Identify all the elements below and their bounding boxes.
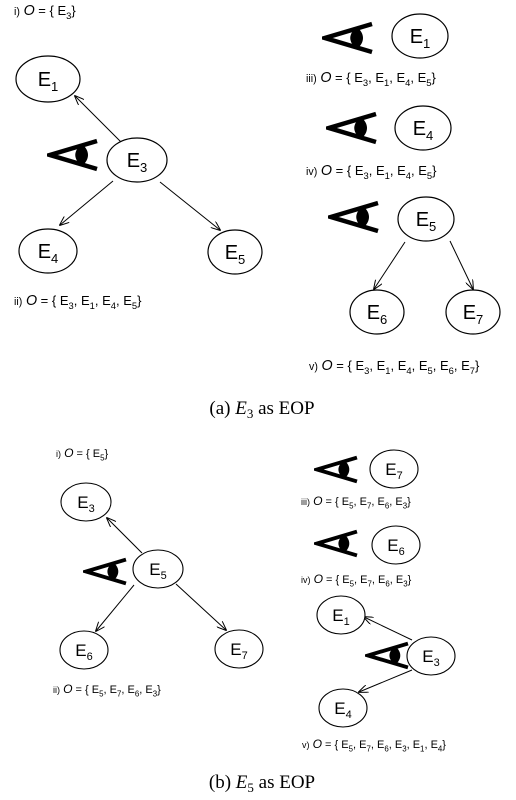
node-e3-label: E3 [422,647,439,669]
step-label: iii) O = { E3, E1, E4, E5} [306,70,436,88]
caption-a: (a) E3 as EOP [209,398,314,421]
node-e1-label: E1 [410,26,431,51]
eye-icon [331,203,378,231]
eye-icon [50,141,97,169]
node-e5 [207,229,263,275]
node-e7 [214,629,264,669]
step-label: iii) O = { E5, E7, E6, E3} [301,494,411,510]
edge-e5-e6 [96,584,135,631]
edge-e3-e1 [75,96,124,145]
node-e1-label: E1 [38,69,59,94]
edge-e3-e4 [60,180,114,225]
node-e1 [316,595,366,635]
edge-e5-e3 [107,518,143,554]
node-e3 [60,482,112,522]
node-e6-label: E6 [367,302,388,327]
node-e5-label: E5 [225,242,246,267]
node-e6-label: E6 [75,641,92,663]
panel-a: E1 E3 E4 E5 E1 E4 E5 E6 E7 i) O = { E3} … [14,3,501,421]
node-e5 [132,549,184,589]
step-label: v) O = { E5, E7, E6, E3, E1, E4} [302,737,446,753]
edge-e3-e4 [359,669,413,692]
edge-e5-e7 [175,583,226,630]
node-e3 [106,137,168,183]
node-e1-label: E1 [332,606,349,628]
node-e3 [406,636,456,676]
node-e7-label: E7 [463,302,484,327]
node-e7 [445,289,501,335]
step-label: ii) O = { E5, E7, E6, E3} [53,682,161,698]
step-label: i) O = { E3} [14,3,76,21]
node-e4-label: E4 [38,241,59,266]
eye-icon [365,641,410,670]
node-e7-label: E7 [385,460,402,482]
eye-icon [314,529,359,558]
node-e4 [318,688,368,728]
eye-icon [329,114,376,142]
eye-icon [83,557,128,586]
node-e7 [369,449,419,489]
node-e4-label: E4 [334,699,351,721]
panel-b: E3 E5 E6 E7 E7 E6 E1 E3 E4 i) O = { E5} … [53,446,456,795]
node-e4 [18,228,78,274]
node-e1 [15,55,81,103]
edge-e3-e5 [159,181,220,230]
edge-e5-e6 [374,241,406,289]
step-label: iv) O = { E3, E1, E4, E5} [306,163,437,181]
node-e4-label: E4 [413,118,434,143]
node-e5-label: E5 [149,560,166,582]
node-e4 [394,105,452,151]
node-e5 [397,196,455,242]
eye-icon [325,24,372,52]
node-e1 [391,13,449,59]
node-e6 [371,525,421,565]
node-e7-label: E7 [230,640,247,662]
edge-e5-e7 [449,240,473,289]
node-e6 [59,630,109,670]
step-label: i) O = { E5} [56,446,109,462]
node-e5-label: E5 [416,209,437,234]
step-label: iv) O = { E5, E7, E6, E3} [301,572,412,588]
step-label: ii) O = { E3, E1, E4, E5} [14,293,142,311]
caption-b: (b) E5 as EOP [209,772,315,795]
node-e3-label: E3 [127,150,148,175]
node-e6 [349,289,405,335]
node-e6-label: E6 [387,536,404,558]
eye-icon [314,455,359,484]
node-e3-label: E3 [77,493,94,515]
step-label: v) O = { E3, E1, E4, E5, E6, E7} [309,358,480,376]
edge-e3-e1 [364,617,413,641]
